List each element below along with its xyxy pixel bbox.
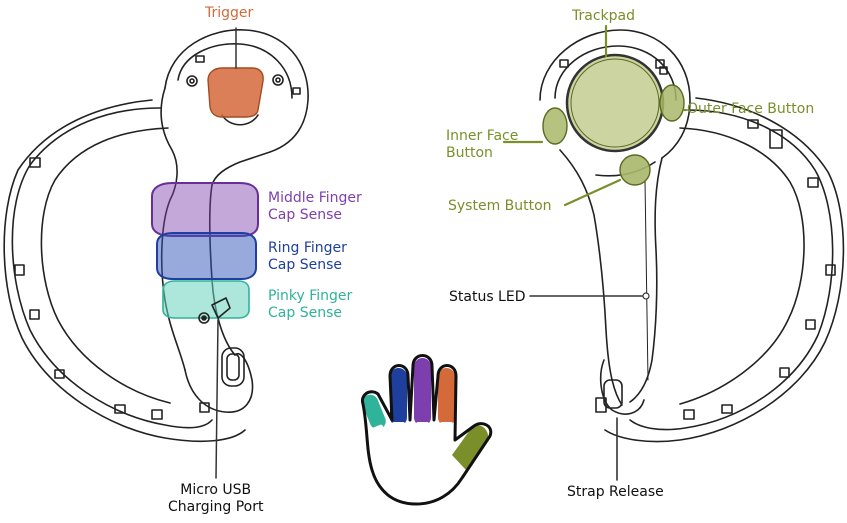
ring-finger-label-line1: Ring Finger bbox=[268, 240, 347, 256]
micro-usb-label-line2: Charging Port bbox=[168, 499, 264, 515]
hand-thumb bbox=[452, 425, 489, 470]
ring-finger-cap-sense bbox=[156, 232, 257, 280]
status-led bbox=[642, 292, 650, 300]
right-head bbox=[539, 29, 691, 159]
middle-finger-label: Middle Finger Cap Sense bbox=[268, 190, 362, 224]
pinky-finger-label-line1: Pinky Finger bbox=[268, 288, 353, 304]
system-button bbox=[619, 154, 651, 186]
ring-finger-label: Ring Finger Cap Sense bbox=[268, 240, 347, 274]
left-strap-ring bbox=[11, 107, 213, 429]
outer-face-button bbox=[659, 84, 685, 122]
middle-finger-label-line1: Middle Finger bbox=[268, 190, 362, 206]
left-handle bbox=[160, 87, 186, 371]
hand-middle-finger bbox=[414, 358, 431, 426]
right-strap-ring bbox=[629, 109, 834, 431]
pinky-finger-label: Pinky Finger Cap Sense bbox=[268, 288, 352, 322]
system-button-label: System Button bbox=[448, 198, 552, 214]
trackpad-label: Trackpad bbox=[572, 8, 635, 24]
hand-index-finger bbox=[438, 368, 455, 426]
left-head bbox=[164, 29, 309, 186]
micro-usb-port bbox=[198, 297, 231, 324]
micro-usb-label-line1: Micro USB bbox=[180, 482, 252, 498]
micro-usb-label: Micro USB Charging Port bbox=[168, 482, 263, 516]
left-controller bbox=[3, 29, 309, 443]
inner-face-button-label: Inner Face Button bbox=[446, 128, 518, 162]
right-controller bbox=[539, 29, 845, 443]
system-leader bbox=[563, 178, 622, 207]
pinky-finger-label-line2: Cap Sense bbox=[268, 305, 342, 321]
outer-face-button-label: Outer Face Button bbox=[687, 101, 815, 117]
inner-face-button-label-line2: Button bbox=[446, 145, 493, 161]
trackpad bbox=[565, 53, 665, 153]
strap-release-label: Strap Release bbox=[567, 484, 664, 500]
middle-finger-label-line2: Cap Sense bbox=[268, 207, 342, 223]
status-led-label: Status LED bbox=[449, 289, 526, 305]
trigger-zone bbox=[207, 67, 264, 118]
hand-ring-finger bbox=[390, 368, 407, 426]
inner-face-button-label-line1: Inner Face bbox=[446, 128, 519, 144]
hand-pinky-finger bbox=[362, 394, 386, 430]
right-handle bbox=[559, 149, 623, 406]
trigger-label: Trigger bbox=[205, 5, 254, 21]
usb-leader bbox=[215, 319, 219, 479]
ring-finger-label-line2: Cap Sense bbox=[268, 257, 342, 273]
inner-face-button bbox=[542, 107, 568, 145]
hand-icon bbox=[360, 354, 493, 506]
middle-finger-cap-sense bbox=[151, 182, 259, 237]
pinky-finger-cap-sense bbox=[162, 280, 250, 319]
